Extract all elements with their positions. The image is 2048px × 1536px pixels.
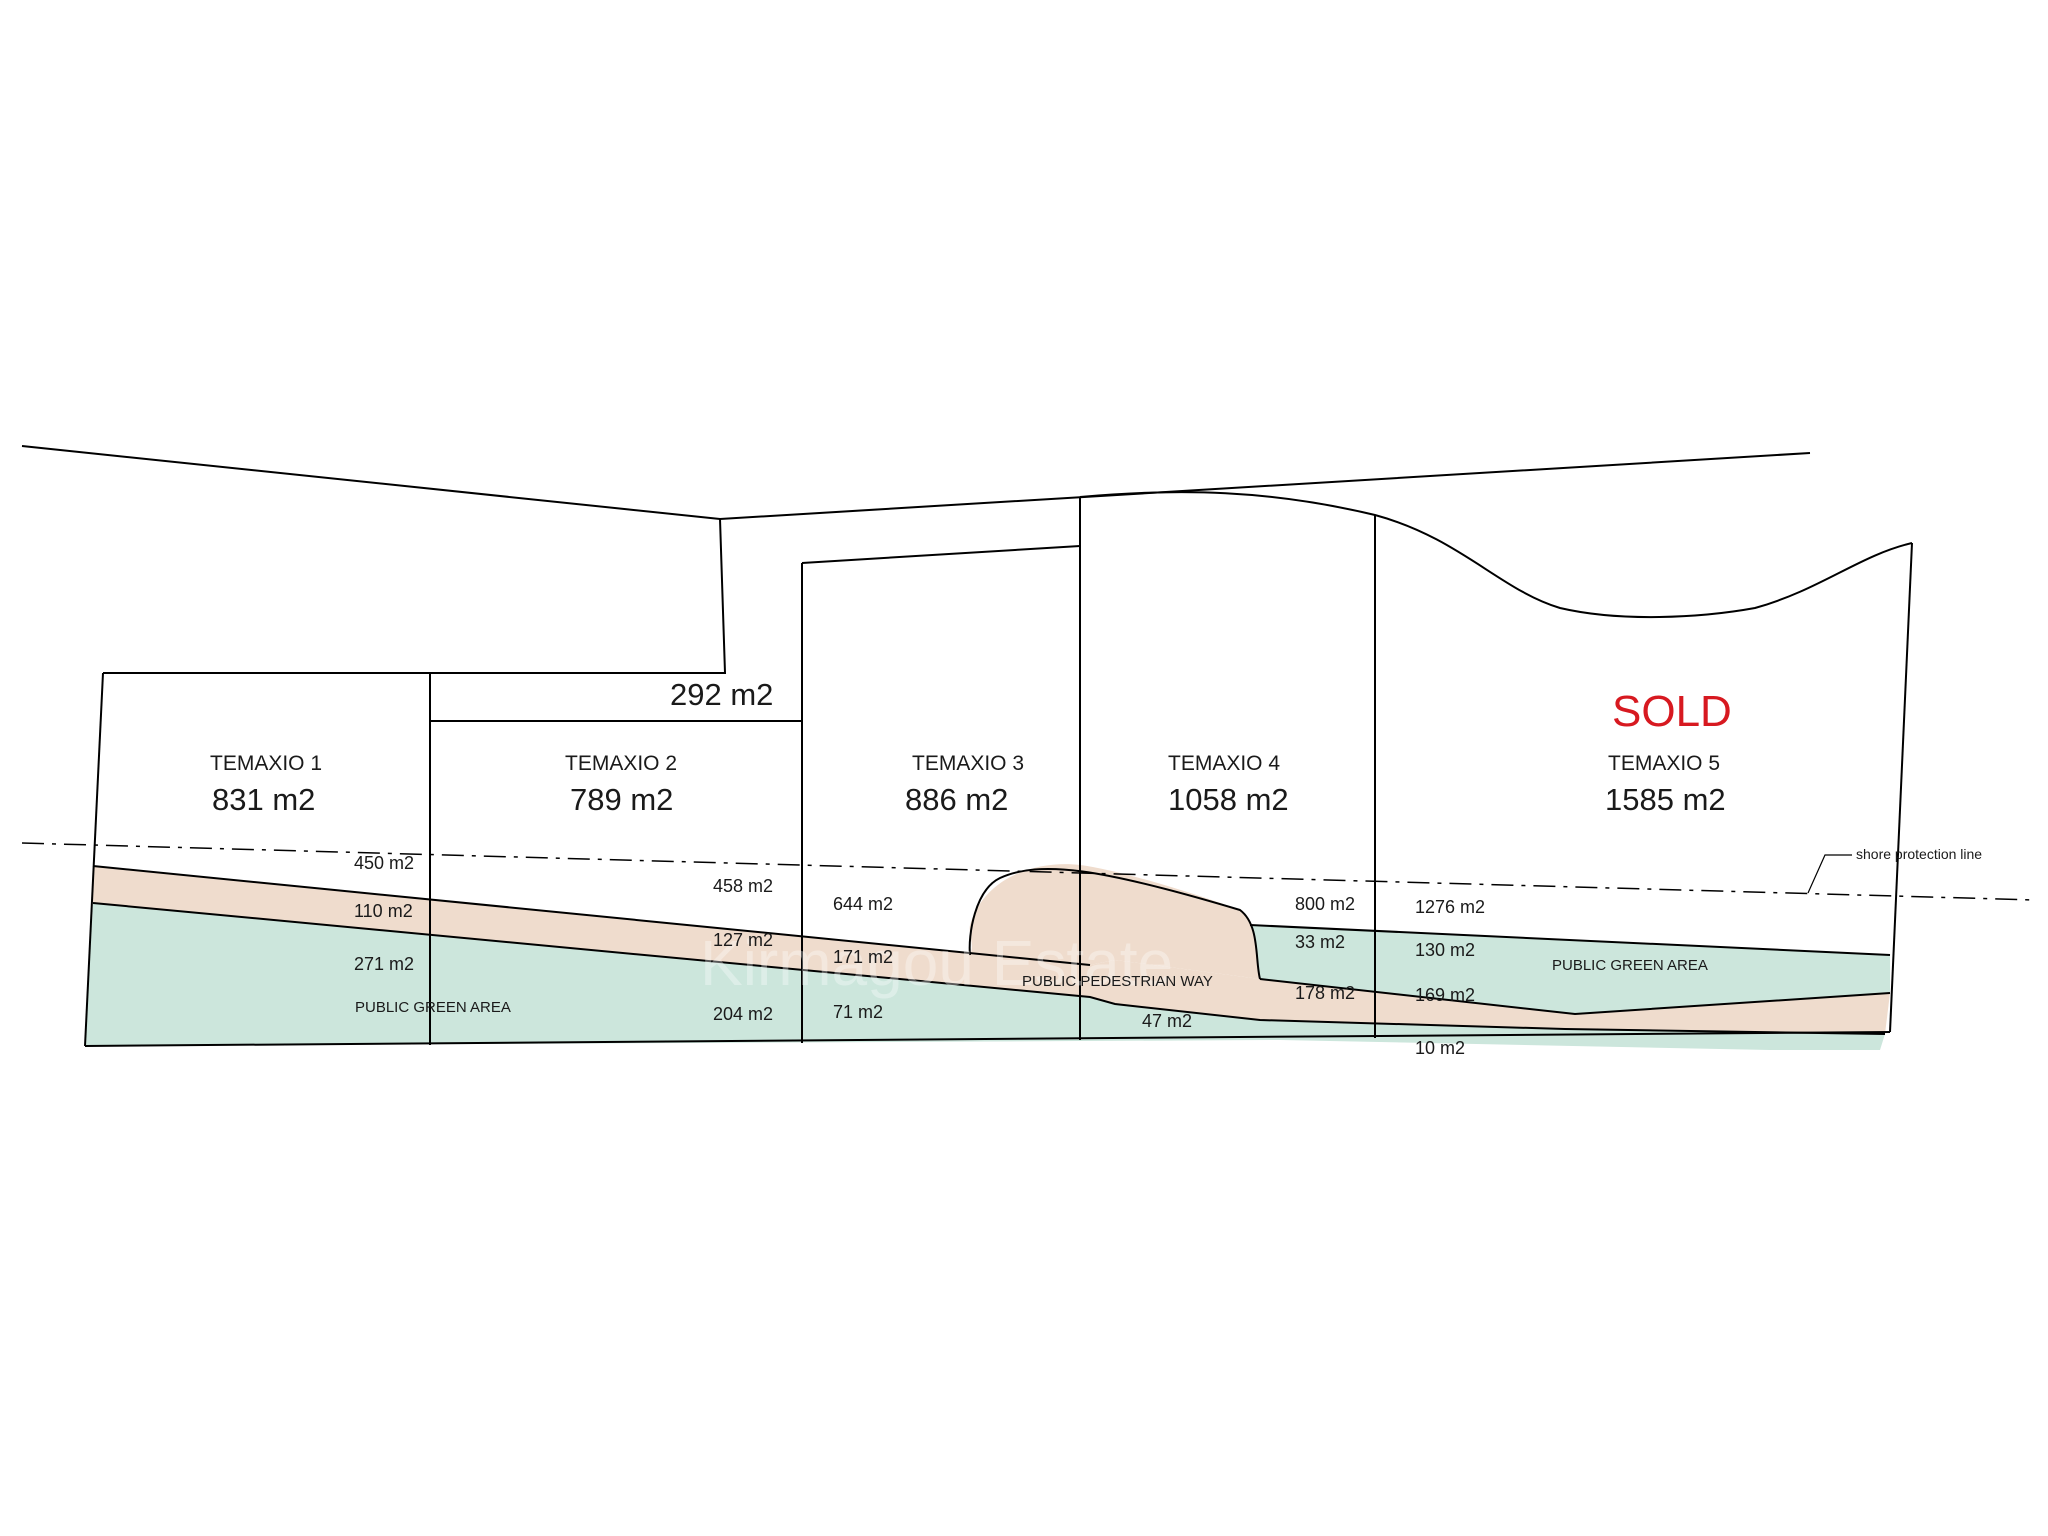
watermark-text: Kirmagou Estate <box>700 927 1173 999</box>
p1-pedestrian-area: 110 m2 <box>354 901 413 921</box>
shore-callout-leader <box>1807 854 1852 894</box>
p5-green-area: 10 m2 <box>1415 1038 1465 1058</box>
curved-top-boundary <box>1079 491 1913 619</box>
plot2-area: 789 m2 <box>570 782 673 817</box>
parcel-292-line <box>430 518 727 674</box>
p3-green-area: 71 m2 <box>833 1002 883 1022</box>
plot3-name: TEMAXIO 3 <box>912 752 1024 775</box>
shore-protection-label: shore protection line <box>1856 846 1982 862</box>
bottom-boundary-line <box>84 1031 1891 1047</box>
green-area-label-left: PUBLIC GREEN AREA <box>355 999 511 1016</box>
green-band-upper-right <box>1250 925 1890 1014</box>
p1-green-area: 271 m2 <box>354 954 414 974</box>
plot4-area: 1058 m2 <box>1168 782 1289 817</box>
plot1-area: 831 m2 <box>212 782 315 817</box>
p5-pedestrian-area: 169 m2 <box>1415 985 1475 1005</box>
p4-green-top-area: 33 m2 <box>1295 932 1345 952</box>
plot1-name: TEMAXIO 1 <box>210 752 322 775</box>
pedestrian-strip <box>93 866 1890 1034</box>
p2-upper-area: 458 m2 <box>713 876 773 896</box>
sold-label: SOLD <box>1612 687 1732 736</box>
p3-upper-area: 644 m2 <box>833 894 893 914</box>
pedestrian-top-line <box>92 865 1091 966</box>
green-band-lower <box>85 903 1885 1050</box>
p1-upper-area: 450 m2 <box>354 853 414 873</box>
plot5-name: TEMAXIO 5 <box>1608 752 1720 775</box>
pedestrian-way-blob <box>969 864 1260 979</box>
p4-pedestrian-area: 178 m2 <box>1295 983 1355 1003</box>
pedestrian-way-label: PUBLIC PEDESTRIAN WAY <box>1022 973 1213 990</box>
parcel-292-area: 292 m2 <box>670 677 773 712</box>
plot3-top-line <box>801 545 1081 564</box>
p5-green-top-area: 130 m2 <box>1415 940 1475 960</box>
pedestrian-right-top-line <box>1259 978 1891 1016</box>
green-upper-right-top <box>1249 924 1891 956</box>
right-boundary-line <box>1889 542 1913 1033</box>
p3-pedestrian-area: 171 m2 <box>833 947 893 967</box>
plot5-area: 1585 m2 <box>1605 782 1726 817</box>
left-boundary-line <box>84 672 104 1047</box>
pedestrian-blob-outline <box>968 867 1261 980</box>
plot3-area: 886 m2 <box>905 782 1008 817</box>
p5-upper-area: 1276 m2 <box>1415 897 1485 917</box>
p4-green-area: 47 m2 <box>1142 1011 1192 1031</box>
p2-green-area: 204 m2 <box>713 1004 773 1024</box>
green-area-label-right: PUBLIC GREEN AREA <box>1552 957 1708 974</box>
p2-pedestrian-area: 127 m2 <box>713 930 773 950</box>
plot2-name: TEMAXIO 2 <box>565 752 677 775</box>
plot4-name: TEMAXIO 4 <box>1168 752 1280 775</box>
p4-upper-area: 800 m2 <box>1295 894 1355 914</box>
top-boundary-line <box>21 445 1811 521</box>
pedestrian-lower-line <box>92 902 1886 1035</box>
